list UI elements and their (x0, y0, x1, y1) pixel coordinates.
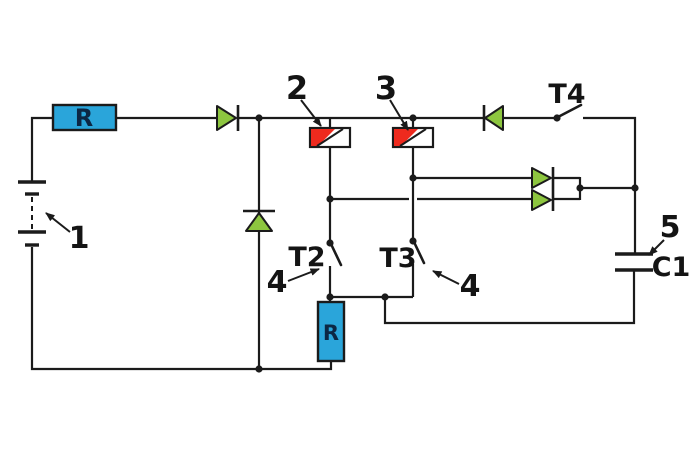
junction-bottom-middle (255, 365, 263, 373)
resistor-vertical-body (316, 300, 346, 363)
label-relay3: 3 (375, 69, 397, 107)
resistor-vertical: R (316, 300, 346, 363)
diode-up-triangle (245, 212, 273, 232)
wire-topleft (30, 116, 53, 181)
battery (18, 180, 46, 247)
switch-t4 (553, 103, 583, 122)
label-5: 5 (660, 210, 681, 245)
junction-top-middle (255, 114, 263, 122)
junction-t2-bottom (326, 293, 334, 301)
label-t3: T3 (379, 243, 416, 274)
wire-right (583, 116, 637, 253)
switch-t4-blade (556, 103, 583, 119)
junction-right-rail (631, 184, 639, 192)
switch-t3 (409, 237, 426, 265)
resistor-horizontal-label: R (75, 104, 93, 132)
callout-arrow-relay2 (300, 99, 322, 127)
label-battery: 1 (69, 221, 90, 256)
relay3-red-fill (394, 129, 418, 146)
callout-arrow-capacitor (648, 239, 665, 256)
wire-cap-return (383, 271, 636, 325)
relay-coil-2 (308, 126, 352, 149)
callout-arrow-battery (45, 212, 71, 233)
capacitor-c1 (615, 252, 653, 272)
diode-pair-top-triangle (531, 167, 552, 189)
relay-coil-3 (391, 126, 435, 149)
diode-top-left (216, 105, 240, 131)
label-c1: C1 (652, 252, 691, 283)
relay3-diagonal (399, 128, 427, 147)
diode-right-triangle (216, 105, 237, 131)
callout-arrow-t3 (432, 270, 460, 285)
label-relay2: 2 (286, 69, 308, 107)
wire-bottom (30, 247, 333, 371)
relay2-red-fill (311, 129, 335, 146)
junction-relay3-tap (409, 174, 417, 182)
diode-pair (531, 167, 555, 211)
resistor-vertical-label: R (323, 321, 339, 345)
callout-arrow-t2 (287, 268, 320, 282)
label-t2: T2 (288, 242, 325, 273)
callout-arrow-relay3 (389, 99, 409, 131)
resistor-horizontal-body (51, 103, 118, 132)
switch-t3-blade (412, 240, 426, 265)
junction-bracket (576, 184, 584, 192)
resistor-horizontal: R (51, 103, 118, 132)
text-labels: 2 3 T4 1 T2 T3 4 4 5 C1 (69, 69, 691, 304)
diode-top-right (482, 105, 504, 131)
junction-relay2-tap (326, 195, 334, 203)
label-4-left: 4 (267, 265, 288, 300)
junction-dots (255, 114, 639, 373)
switch-t2-blade (329, 242, 343, 267)
junction-relay3-top (409, 114, 417, 122)
wires (30, 116, 637, 371)
callout-arrows (45, 99, 665, 285)
diode-left-triangle (484, 105, 504, 131)
diode-pair-bottom-triangle (531, 189, 552, 211)
switch-t2 (326, 239, 343, 267)
junction-return-tap (381, 293, 389, 301)
label-4-right: 4 (460, 269, 481, 304)
diode-middle-up (243, 209, 275, 232)
relay2-diagonal (316, 128, 344, 147)
label-t4: T4 (548, 79, 585, 110)
